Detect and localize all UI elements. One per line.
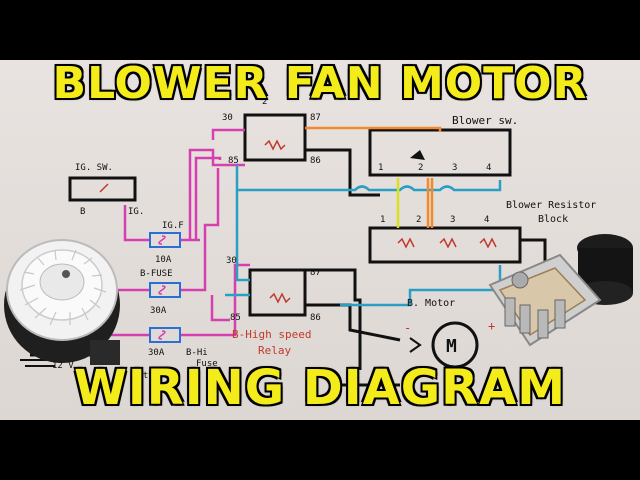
relay-high-box xyxy=(248,268,307,317)
red-ink-marks xyxy=(99,139,497,304)
switch-pos-4: 4 xyxy=(486,163,491,173)
motor-symbol: M xyxy=(446,336,457,357)
ig-sw-b-terminal: B xyxy=(80,207,85,217)
ig-sw-ig-terminal: IG. xyxy=(128,207,144,217)
resistor-pin-2: 2 xyxy=(416,215,421,225)
blower-switch-label: Blower sw. xyxy=(452,114,518,127)
motor-circle xyxy=(431,321,479,369)
fuse-b-box xyxy=(149,282,181,298)
motor-plus: + xyxy=(488,319,495,333)
fuse-bhi-amp: 30A xyxy=(148,348,165,358)
high-relay-label-2: Relay xyxy=(258,344,291,357)
motor-label: B. Motor xyxy=(407,298,455,309)
relay-top-pin-85: 85 xyxy=(228,156,239,166)
resistor-pin-4: 4 xyxy=(484,215,489,225)
switch-pos-2: 2 xyxy=(418,163,423,173)
high-relay-label: B-High speed xyxy=(232,328,311,341)
ig-sw-label: IG. SW. xyxy=(75,163,113,173)
relay-top-pin-30: 30 xyxy=(222,113,233,123)
fuse-igf-label: IG.F xyxy=(162,221,184,231)
switch-pos-1: 1 xyxy=(378,163,383,173)
motor-arrow-icon xyxy=(409,337,422,353)
wiring-diagram: IG. SW. B IG. IG.F 10A B-FUSE 30A 30A B-… xyxy=(4,97,633,387)
pink-wires xyxy=(110,128,250,337)
blower-wheel-photo xyxy=(4,239,120,365)
whiteboard: IG. SW. B IG. IG.F 10A B-FUSE 30A 30A B-… xyxy=(0,60,640,420)
fuse-igf-amp: 10A xyxy=(155,255,172,265)
resistor-block-label-2: Block xyxy=(538,214,568,225)
switch-pos-3: 3 xyxy=(452,163,457,173)
blower-switch-photo xyxy=(488,234,633,347)
motor-minus: - xyxy=(404,321,411,335)
fuse-bhi-label: B-Hi xyxy=(186,348,208,358)
orange-wires xyxy=(305,126,442,228)
resistor-pin-1: 1 xyxy=(380,215,385,225)
relay-high-pin-85: 85 xyxy=(230,313,241,323)
fuses xyxy=(149,232,181,343)
fuse-bhi-box xyxy=(149,327,181,343)
relay-top-box xyxy=(243,113,307,162)
fuse-b-amp: 30A xyxy=(150,306,167,316)
title-top: BLOWER FAN MOTOR xyxy=(52,57,588,110)
relay-top-pin-87: 87 xyxy=(310,113,321,123)
relay-boxes xyxy=(243,113,307,317)
fuse-word: Fuse xyxy=(196,359,218,369)
relay-high-pin-30: 30 xyxy=(226,256,237,266)
resistor-block-label: Blower Resistor xyxy=(506,200,596,211)
switch-arrow-icon xyxy=(410,150,425,160)
blue-wires xyxy=(225,165,502,307)
relay-high-pin-86: 86 xyxy=(310,313,321,323)
title-bottom: WIRING DIAGRAM xyxy=(73,359,567,417)
relay-high-pin-87: 87 xyxy=(310,268,321,278)
relay-top-pin-86: 86 xyxy=(310,156,321,166)
resistor-pin-3: 3 xyxy=(450,215,455,225)
battery-label: 12 V xyxy=(52,361,74,371)
fuse-igf-box xyxy=(149,232,181,248)
relay-top-number: 2 xyxy=(262,97,267,107)
fuse-s-marks xyxy=(158,235,166,340)
top-black-bar xyxy=(0,0,640,60)
fuse-b-label: B-FUSE xyxy=(140,269,173,279)
battery-word: Batt xyxy=(132,371,154,381)
bottom-black-bar xyxy=(0,420,640,480)
